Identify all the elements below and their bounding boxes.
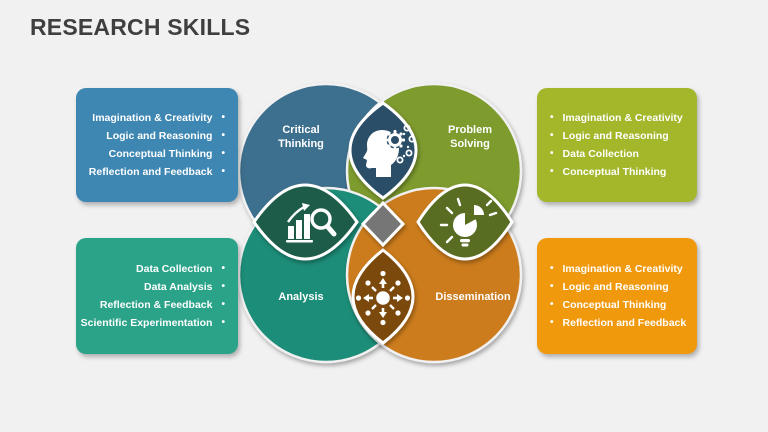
- info-box-problem-solving: Imagination & Creativity Logic and Reaso…: [537, 88, 697, 202]
- bullet-dot-icon: [221, 278, 225, 296]
- bullet-dot-icon: [550, 296, 554, 314]
- list-item: Scientific Experimentation: [81, 314, 225, 332]
- bullet-dot-icon: [221, 127, 225, 145]
- list-item: Imagination & Creativity: [550, 109, 684, 127]
- list-item: Conceptual Thinking: [550, 296, 684, 314]
- bullet-dot-icon: [550, 314, 554, 332]
- bullet-dot-icon: [550, 145, 554, 163]
- info-box-analysis: Data Collection Data Analysis Reflection…: [76, 238, 238, 354]
- label-problem-solving: Problem Solving: [447, 124, 492, 150]
- head-gear-icon: [363, 124, 416, 177]
- list-item: Imagination & Creativity: [89, 109, 225, 127]
- bullet-dot-icon: [550, 278, 554, 296]
- info-box-critical-thinking: Imagination & Creativity Logic and Reaso…: [76, 88, 238, 202]
- list-item: Data Collection: [89, 260, 225, 278]
- list-item: Logic and Reasoning: [550, 127, 684, 145]
- info-box-dissemination: Imagination & Creativity Logic and Reaso…: [537, 238, 697, 354]
- list-item: Logic and Reasoning: [89, 127, 225, 145]
- bullet-dot-icon: [221, 296, 225, 314]
- label-critical-thinking: Critical Thinking: [278, 124, 324, 150]
- list-item: Logic and Reasoning: [550, 278, 684, 296]
- bullet-dot-icon: [221, 109, 225, 127]
- bullet-dot-icon: [221, 145, 225, 163]
- bullet-dot-icon: [221, 163, 225, 181]
- list-item: Conceptual Thinking: [550, 163, 684, 181]
- list-item: Data Analysis: [89, 278, 225, 296]
- list-item: Reflection & Feedback: [89, 296, 225, 314]
- list-item: Reflection and Feedback: [550, 314, 687, 332]
- bullet-dot-icon: [221, 260, 225, 278]
- bullet-dot-icon: [550, 260, 554, 278]
- list-item: Data Collection: [550, 145, 684, 163]
- bullet-dot-icon: [550, 127, 554, 145]
- chart-magnifier-icon: [286, 203, 337, 243]
- lightbulb-icon: [439, 197, 498, 247]
- label-dissemination: Dissemination: [435, 291, 511, 303]
- bullet-dot-icon: [221, 314, 225, 332]
- bullet-dot-icon: [550, 163, 554, 181]
- list-item: Imagination & Creativity: [550, 260, 684, 278]
- center-diamond: [360, 200, 406, 248]
- network-share-icon: [355, 270, 411, 326]
- list-item: Conceptual Thinking: [89, 145, 225, 163]
- list-item: Reflection and Feedback: [89, 163, 225, 181]
- label-analysis: Analysis: [278, 291, 324, 303]
- bullet-dot-icon: [550, 109, 554, 127]
- page-title: RESEARCH SKILLS: [30, 14, 251, 40]
